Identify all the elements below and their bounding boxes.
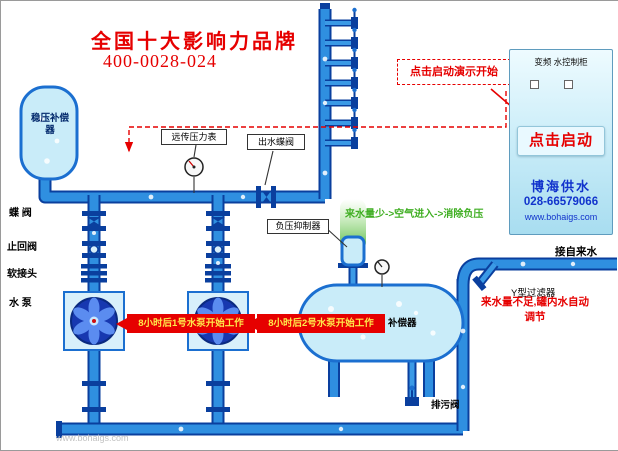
soft-joint-symbol-1 [81,264,107,283]
pressure-tank-label: 补偿器 [388,318,417,329]
pump-label: 水 泵 [9,298,32,309]
y-filter-symbol [472,261,499,292]
pipe-end-cap [56,421,62,438]
low-water-note: 来水量不足,罐内水自动调节 [481,296,589,324]
tank-pressure-gauge [374,259,390,287]
check-valve-label: 止回阀 [7,242,37,253]
cabinet-indicator-2 [564,80,573,89]
brand-phone: 400-0028-024 [103,51,217,71]
negative-pressure-suppressor [338,235,368,268]
watermark: www.bohaigs.com [56,433,129,443]
outlet-butterfly-valve-symbol [256,150,276,208]
cabinet-website: www.bohaigs.com [524,212,598,222]
pump-1 [63,291,125,351]
flange-symbol-2 [206,381,230,386]
flange-symbol-1 [82,381,106,386]
start-button[interactable]: 点击启动 [517,126,605,156]
butterfly-valve-label: 蝶 阀 [9,208,32,219]
brand-title: 全国十大影响力品牌 [91,31,298,53]
pump2-callout: 8小时后2号水泵开始工作 [246,314,385,333]
outlet-butterfly-valve-label: 出水蝶阀 [247,134,305,150]
stabilizer-tank [19,85,79,181]
tap-water-label: 接自来水 [555,246,597,258]
drain-valve-label: 排污阀 [431,400,460,411]
soft-joint-label: 软接头 [7,269,37,280]
negative-pressure-suppressor-label: 负压抑制器 [267,219,329,234]
cabinet-brand: 博海供水 [530,179,591,194]
cabinet-indicator-1 [530,80,539,89]
cabinet-phone: 028-66579066 [523,196,599,208]
demo-route-dashed-line [124,91,507,153]
drain-valve-symbol [405,385,419,406]
water-bubbles [38,56,576,432]
remote-pressure-gauge [184,144,204,193]
soft-joint-symbol-2 [205,264,231,283]
demo-start-hint[interactable]: 点击启动演示开始 [397,59,511,85]
butterfly-valve-symbol-1 [82,211,106,231]
check-valve-symbol-2 [206,241,230,258]
cabinet-title: 变频 水控制柜 [534,57,588,67]
green-flow-note: 来水量少->空气进入->消除负压 [345,209,484,220]
remote-pressure-gauge-label: 远传压力表 [161,129,227,145]
flange-symbol-1b [82,407,106,412]
check-valve-symbol-1 [82,241,106,258]
stabilizer-tank-label: 稳压补偿器 [30,113,69,137]
pump1-callout: 8小时后1号水泵开始工作 [116,314,255,333]
y-filter-label: Y型过滤器 [511,288,556,299]
butterfly-valve-symbol-2 [206,211,230,231]
flange-symbol-2b [206,407,230,412]
control-cabinet: 变频 水控制柜 点击启动 博海供水 028-66579066 www.bohai… [509,49,613,235]
branch-valves [320,3,358,149]
